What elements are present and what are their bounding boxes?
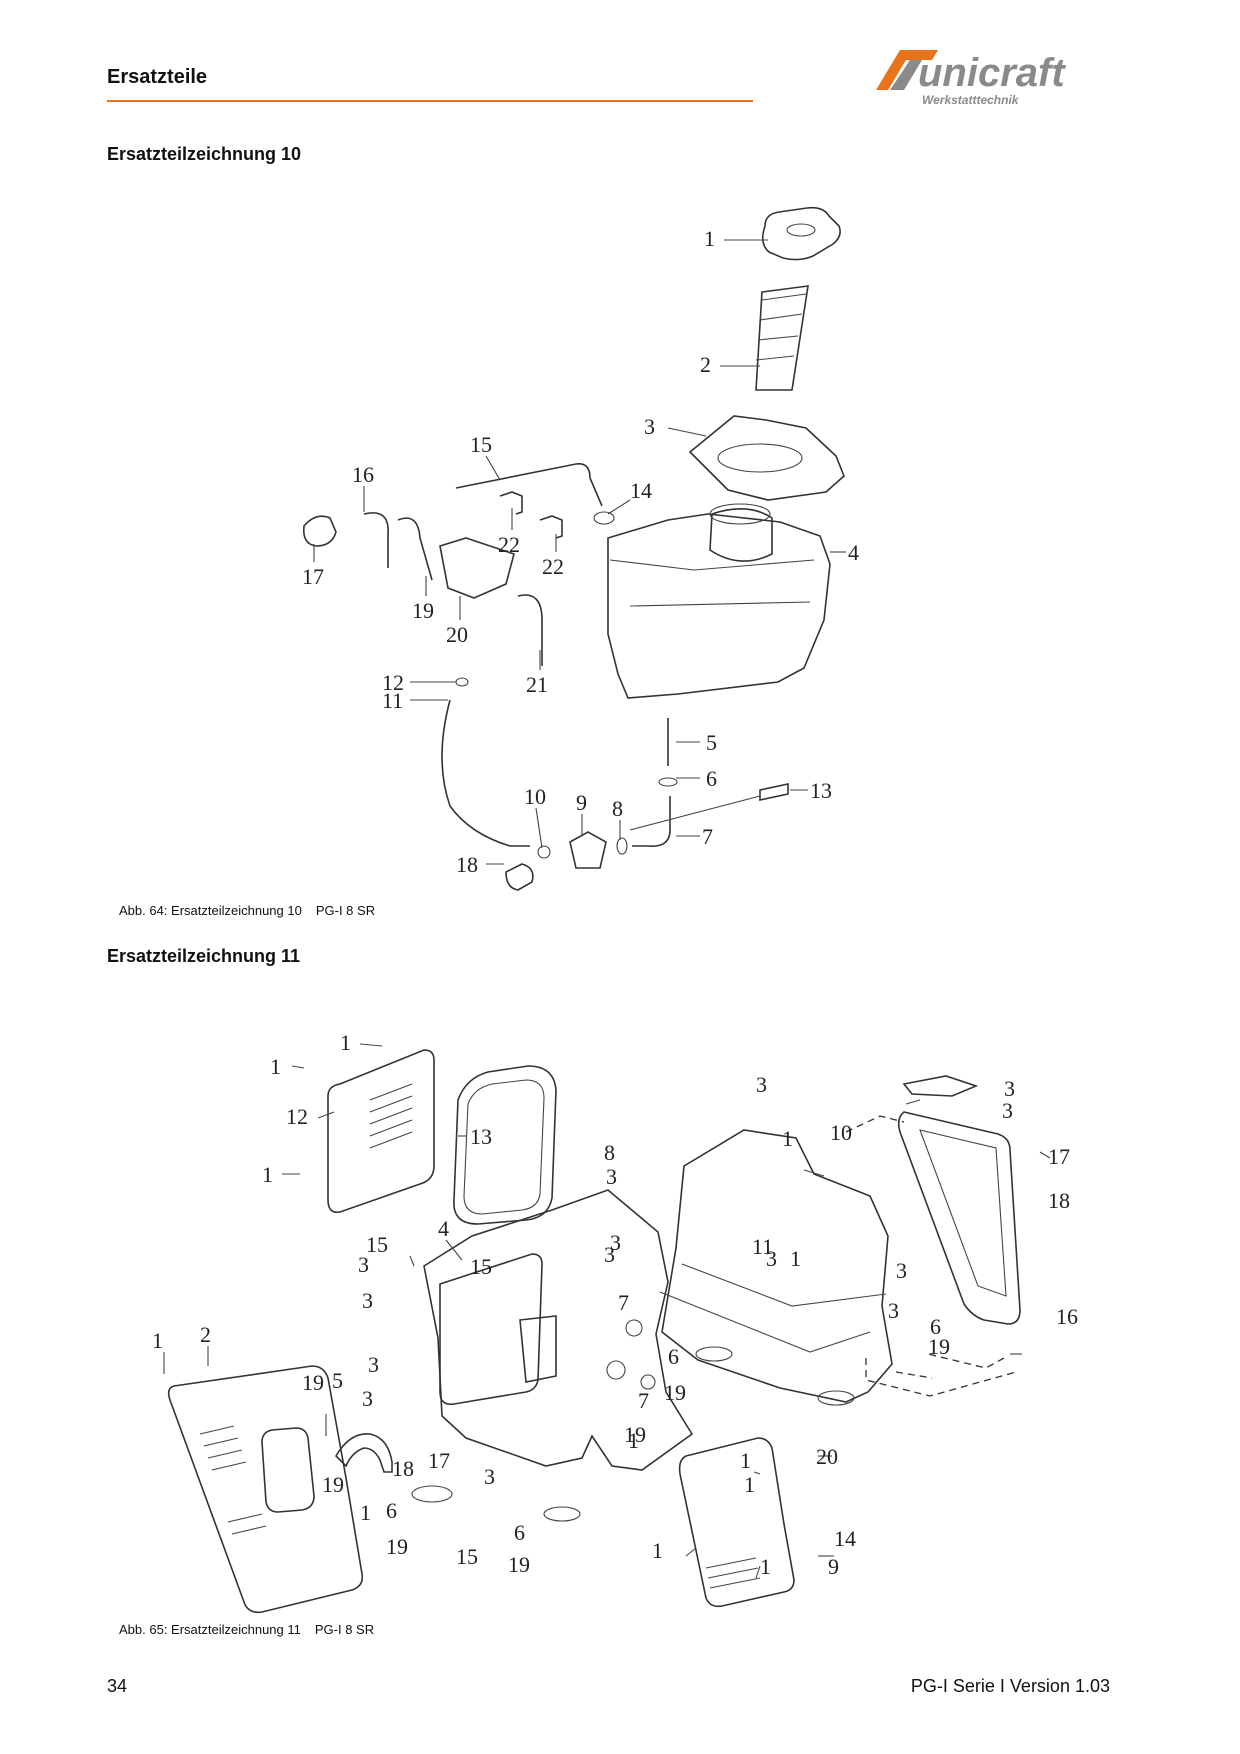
fig11-label-8: 3: [358, 1252, 369, 1277]
fig11-label-41: 3: [1004, 1076, 1015, 1101]
fig11-label-55: 16: [1056, 1304, 1078, 1329]
fig11-label-11: 1: [152, 1328, 163, 1353]
fig11-label-29: 19: [664, 1380, 686, 1405]
fig11-label-48: 18: [1048, 1188, 1070, 1213]
fig11-label-3: 1: [262, 1162, 273, 1187]
fig11-label-47: 17: [1048, 1144, 1070, 1169]
fig10-label-22b: 22: [542, 554, 564, 579]
fig11-label-57: 19: [928, 1334, 950, 1359]
fig11-label-43: 8: [604, 1140, 615, 1165]
figure-11-title: Ersatzteilzeichnung 11: [107, 946, 301, 966]
fig11-label-39: 9: [828, 1554, 839, 1579]
fig10-label-10: 10: [524, 784, 546, 809]
fig11-label-23: 15: [456, 1544, 478, 1569]
fig11-label-35: 1: [744, 1472, 755, 1497]
fig10-label-14: 14: [630, 478, 652, 503]
fig11-label-31: 19: [624, 1422, 646, 1447]
fig10-label-18: 18: [456, 852, 478, 877]
fig11-label-6: 15: [366, 1232, 388, 1257]
fig10-label-13: 13: [810, 778, 832, 803]
fig11-label-15: 3: [362, 1386, 373, 1411]
fig11-label-37: 14: [834, 1526, 856, 1551]
fig11-label-27: 7: [618, 1290, 629, 1315]
document-version: PG-I Serie I Version 1.03: [910, 1676, 1110, 1696]
fig11-label-50: 11: [752, 1234, 773, 1259]
fig10-label-9: 9: [576, 790, 587, 815]
fig11-label-38: 1: [760, 1554, 771, 1579]
page-number: 34: [107, 1676, 128, 1696]
fig10-label-21: 21: [526, 672, 548, 697]
brand-logo: unicraft Werkstatttechnik: [876, 50, 1066, 107]
fig11-label-16: 19: [322, 1472, 344, 1497]
fig11-label-33: 1: [740, 1448, 751, 1473]
fig11-label-51: 3: [766, 1246, 777, 1271]
fig11-label-36: 1: [652, 1538, 663, 1563]
brand-tagline: Werkstatttechnik: [922, 93, 1020, 107]
fig11-label-25: 19: [508, 1552, 530, 1577]
fig10-label-1: 1: [704, 226, 715, 251]
fig11-label-17: 18: [392, 1456, 414, 1481]
fig11-label-34: 20: [816, 1444, 838, 1469]
fig11-label-4: 13: [470, 1124, 492, 1149]
fig11-label-7: 15: [470, 1254, 492, 1279]
fig11-label-5: 4: [438, 1216, 449, 1241]
fig11-label-21: 6: [386, 1498, 397, 1523]
fig11-label-13: 5: [332, 1368, 343, 1393]
figure-11-caption-text: Abb. 65: Ersatzteilzeichnung 11: [119, 1622, 301, 1637]
fig11-label-2: 12: [286, 1104, 308, 1129]
fig11-label-26: 3: [610, 1230, 621, 1255]
fig10-label-2: 2: [700, 352, 711, 377]
fig10-label-11: 11: [382, 688, 403, 713]
fig11-label-20: 1: [360, 1500, 371, 1525]
section-title: Ersatzteile: [107, 66, 208, 88]
fig11-label-14: 3: [368, 1352, 379, 1377]
fig11-label-10: 2: [200, 1322, 211, 1347]
figure-11-model: PG-I 8 SR: [314, 1622, 375, 1637]
figure-10-caption-text: Abb. 64: Ersatzteilzeichnung 10: [119, 903, 302, 918]
fig11-label-1: 1: [270, 1054, 281, 1079]
fig10-label-17: 17: [302, 564, 324, 589]
fig10-label-15: 15: [470, 432, 492, 457]
figure-10-title: Ersatzteilzeichnung 10: [107, 144, 302, 164]
fig10-label-4: 4: [848, 540, 859, 565]
fig10-label-6: 6: [706, 766, 717, 791]
fig11-label-53: 3: [896, 1258, 907, 1283]
brand-name: unicraft: [918, 51, 1066, 95]
header-rule: [107, 100, 753, 102]
fig10-label-16: 16: [352, 462, 374, 487]
fig11-label-32: 1: [628, 1428, 639, 1453]
fig11-label-12: 19: [302, 1370, 324, 1395]
fig11-label-49: 3: [604, 1242, 615, 1267]
fig11-label-30: 6: [668, 1344, 679, 1369]
fig11-label-46: 3: [606, 1164, 617, 1189]
fig11-label-9: 3: [362, 1288, 373, 1313]
fig11-label-22: 19: [386, 1534, 408, 1559]
fig11-label-19: 3: [484, 1464, 495, 1489]
fig10-label-7: 7: [702, 824, 713, 849]
figure-11-caption: Abb. 65: Ersatzteilzeichnung 11 PG-I 8 SR: [119, 1622, 374, 1637]
fig11-label-18: 17: [428, 1448, 450, 1473]
fig11-label-28: 7: [638, 1388, 649, 1413]
fig10-label-3: 3: [644, 414, 655, 439]
fig10-label-8: 8: [612, 796, 623, 821]
fig11-label-0: 1: [340, 1030, 351, 1055]
logo-mark-icon: [876, 50, 938, 90]
fig11-label-40: 3: [756, 1072, 767, 1097]
fig10-label-20: 20: [446, 622, 468, 647]
fig11-label-54: 3: [888, 1298, 899, 1323]
fig10-label-22a: 22: [498, 532, 520, 557]
fig10-label-19: 19: [412, 598, 434, 623]
fig10-label-12: 12: [382, 670, 404, 695]
fig10-label-5: 5: [706, 730, 717, 755]
figure-10-caption: Abb. 64: Ersatzteilzeichnung 10 PG-I 8 SR: [119, 903, 375, 918]
fig11-label-45: 10: [830, 1120, 852, 1145]
fig11-label-42: 3: [1002, 1098, 1013, 1123]
figure-10-model: PG-I 8 SR: [315, 903, 376, 918]
fig11-label-56: 6: [930, 1314, 941, 1339]
fig11-label-52: 1: [790, 1246, 801, 1271]
fig11-label-24: 6: [514, 1520, 525, 1545]
fig11-label-44: 1: [782, 1126, 793, 1151]
